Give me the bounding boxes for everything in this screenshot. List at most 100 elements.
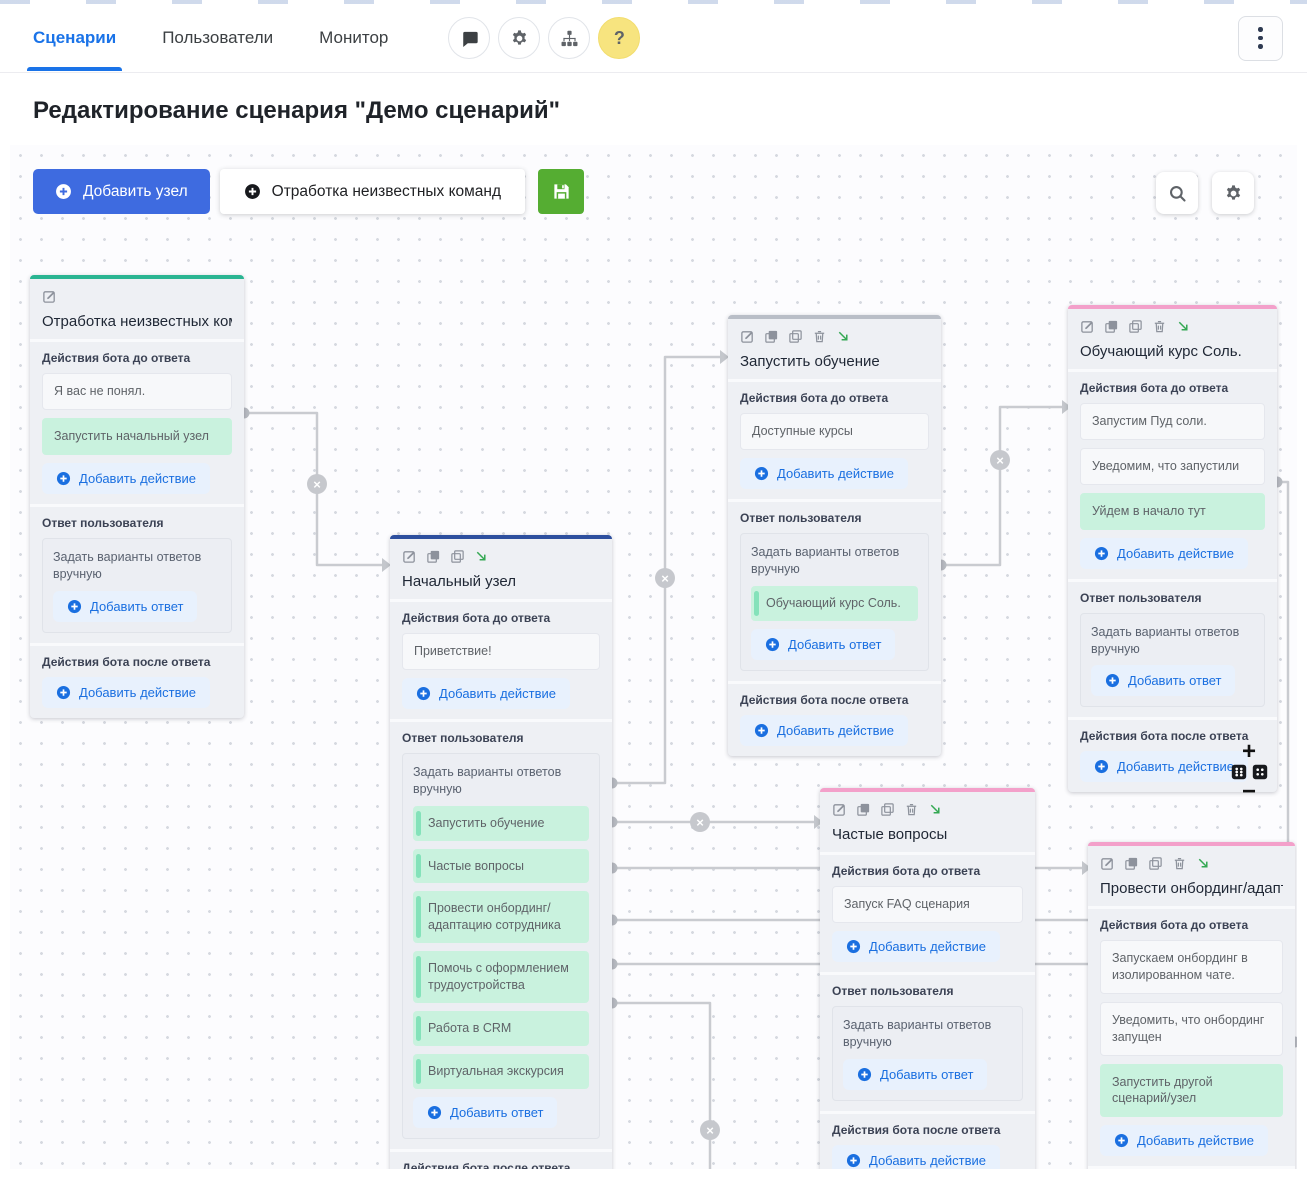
copy-icon[interactable] xyxy=(1128,319,1143,334)
add-action-button[interactable]: Добавить действие xyxy=(42,676,210,708)
delete-connection-badge[interactable]: × xyxy=(655,568,675,588)
answer-option[interactable]: Запустить обучение xyxy=(413,805,589,841)
answer-option[interactable]: Виртуальная экскурсия xyxy=(413,1053,589,1089)
plus-circle-icon xyxy=(56,685,71,699)
chat-button[interactable] xyxy=(448,17,491,59)
settings-button[interactable] xyxy=(498,17,541,59)
add-action-button[interactable]: Добавить действие xyxy=(42,462,210,494)
node-accent xyxy=(390,535,612,539)
edit-icon[interactable] xyxy=(1100,856,1115,871)
tab-scenarios[interactable]: Сценарии xyxy=(26,28,123,71)
link-arrow-icon[interactable] xyxy=(1176,319,1191,334)
trash-icon[interactable] xyxy=(812,329,827,344)
delete-connection-badge[interactable]: × xyxy=(307,474,327,494)
grid-fit-icon[interactable] xyxy=(1231,764,1247,780)
add-action-button[interactable]: Добавить действие xyxy=(402,677,570,709)
tab-monitor[interactable]: Монитор xyxy=(319,28,389,47)
save-button[interactable] xyxy=(538,169,585,214)
more-menu-button[interactable] xyxy=(1238,15,1283,61)
bot-action-item[interactable]: Запустим Пуд соли. xyxy=(1080,403,1265,440)
bot-action-item-linked[interactable]: Запустить начальный узел xyxy=(42,417,232,455)
copy-icon[interactable] xyxy=(450,549,465,564)
zoom-out-button[interactable]: − xyxy=(1241,778,1256,805)
link-arrow-icon[interactable] xyxy=(474,549,489,564)
unknown-commands-button[interactable]: Отработка неизвестных команд xyxy=(219,169,526,214)
sitemap-button[interactable] xyxy=(548,17,591,59)
link-arrow-icon[interactable] xyxy=(1196,856,1211,871)
link-arrow-icon[interactable] xyxy=(928,802,943,817)
add-answer-button[interactable]: Добавить ответ xyxy=(1091,665,1236,697)
section-label: Действия бота после ответа xyxy=(1080,729,1249,744)
node-accent xyxy=(30,275,244,279)
node-accent xyxy=(728,315,941,319)
answer-option[interactable]: Работа в CRM xyxy=(413,1010,589,1046)
bot-action-item-linked[interactable]: Уйдем в начало тут xyxy=(1080,492,1265,530)
edit-icon[interactable] xyxy=(402,549,417,564)
edit-icon[interactable] xyxy=(42,289,57,304)
gear-icon xyxy=(1226,184,1240,200)
navbar: Сценарии Пользователи Монитор ? xyxy=(0,4,1307,73)
edit-icon[interactable] xyxy=(740,329,755,344)
link-arrow-icon[interactable] xyxy=(836,329,851,344)
bot-action-item[interactable]: Приветствие! xyxy=(402,633,600,670)
bot-action-item-linked[interactable]: Запустить другой сценарий/узел xyxy=(1100,1063,1283,1118)
delete-connection-badge[interactable]: × xyxy=(990,450,1010,470)
add-answer-button[interactable]: Добавить ответ xyxy=(53,590,198,622)
copy-icon[interactable] xyxy=(788,329,803,344)
delete-connection-badge[interactable]: × xyxy=(690,812,710,832)
delete-connection-badge[interactable]: × xyxy=(700,1120,720,1140)
answer-option[interactable]: Помочь с оформлением трудоустройства xyxy=(413,951,589,1003)
canvas-search-button[interactable] xyxy=(1156,172,1198,214)
add-action-button[interactable]: Добавить действие xyxy=(1100,1125,1268,1157)
plus-circle-icon xyxy=(244,184,260,199)
bot-action-item[interactable]: Запускаем онбординг в изолированном чате… xyxy=(1100,940,1283,994)
bot-action-item[interactable]: Уведомим, что запустили xyxy=(1080,447,1265,485)
answers-panel: Задать варианты ответов вручную Добавить… xyxy=(832,1005,1023,1101)
bot-action-item[interactable]: Доступные курсы xyxy=(740,413,929,450)
trash-icon[interactable] xyxy=(1152,319,1167,334)
node-unknown-commands[interactable]: Отработка неизвестных команд Действия бо… xyxy=(30,275,244,718)
node-training[interactable]: Запустить обучение Действия бота до отве… xyxy=(728,315,941,756)
add-answer-button[interactable]: Добавить ответ xyxy=(751,628,896,660)
add-action-button[interactable]: Добавить действие xyxy=(832,930,1000,962)
grid-actual-icon[interactable] xyxy=(1252,764,1268,780)
add-action-button[interactable]: Добавить действие xyxy=(1080,751,1248,783)
copy-icon[interactable] xyxy=(880,802,895,817)
add-node-button[interactable]: Добавить узел xyxy=(33,169,210,214)
scenario-canvas[interactable]: × × × × × Добавить узел Отработка неизве… xyxy=(10,145,1297,1169)
add-action-button[interactable]: Добавить действие xyxy=(1080,537,1248,569)
copy-icon[interactable] xyxy=(1148,856,1163,871)
tab-users[interactable]: Пользователи xyxy=(162,28,274,47)
node-title: Запустить обучение xyxy=(740,353,880,370)
bot-action-item[interactable]: Запуск FAQ сценария xyxy=(832,886,1023,923)
add-action-button[interactable]: Добавить действие xyxy=(832,1144,1000,1169)
node-course[interactable]: Обучающий курс Соль. Действия бота до от… xyxy=(1068,305,1277,793)
edit-icon[interactable] xyxy=(1080,319,1095,334)
plus-circle-icon xyxy=(427,1105,442,1119)
answer-option[interactable]: Обучающий курс Соль. xyxy=(751,585,918,621)
duplicate-icon[interactable] xyxy=(764,329,779,344)
duplicate-icon[interactable] xyxy=(426,549,441,564)
add-action-button[interactable]: Добавить действие xyxy=(740,457,908,489)
trash-icon[interactable] xyxy=(1172,856,1187,871)
edit-icon[interactable] xyxy=(832,802,847,817)
canvas-settings-button[interactable] xyxy=(1212,172,1254,214)
bot-action-item[interactable]: Уведомить, что онбординг запущен xyxy=(1100,1001,1283,1056)
help-button[interactable]: ? xyxy=(598,17,641,59)
node-start[interactable]: Начальный узел Действия бота до ответа П… xyxy=(390,535,612,1169)
trash-icon[interactable] xyxy=(904,802,919,817)
add-action-button[interactable]: Добавить действие xyxy=(740,714,908,746)
answer-option[interactable]: Провести онбординг/адаптацию сотрудника xyxy=(413,891,589,944)
add-answer-button[interactable]: Добавить ответ xyxy=(843,1058,988,1090)
node-faq[interactable]: Частые вопросы Действия бота до ответа З… xyxy=(820,788,1035,1169)
duplicate-icon[interactable] xyxy=(1124,856,1139,871)
node-onboarding[interactable]: Провести онбординг/адапта... Действия бо… xyxy=(1088,842,1295,1169)
zoom-controls: + − xyxy=(1226,738,1272,805)
plus-circle-icon xyxy=(754,723,769,737)
duplicate-icon[interactable] xyxy=(856,802,871,817)
bot-action-item[interactable]: Я вас не понял. xyxy=(42,373,232,410)
answer-option[interactable]: Частые вопросы xyxy=(413,848,589,884)
add-answer-button[interactable]: Добавить ответ xyxy=(413,1096,558,1128)
duplicate-icon[interactable] xyxy=(1104,319,1119,334)
zoom-in-button[interactable]: + xyxy=(1241,738,1256,765)
